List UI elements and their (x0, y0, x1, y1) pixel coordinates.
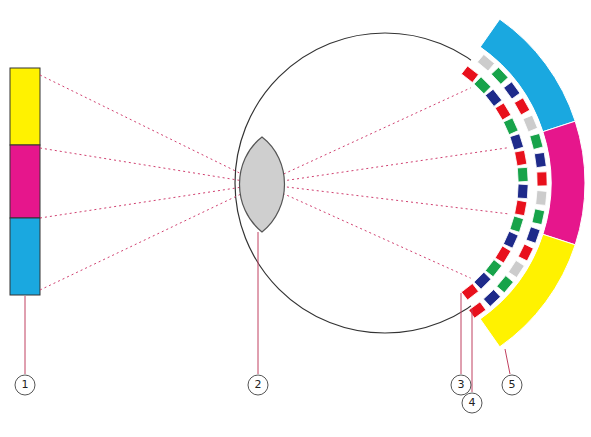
leader-line (461, 293, 462, 374)
callout-circle (462, 393, 482, 413)
cone-cell (518, 244, 533, 261)
light-rays (40, 75, 509, 290)
cone-cell (523, 115, 538, 132)
callout-circle (15, 375, 35, 395)
cone-cell (503, 231, 518, 248)
eyeball (235, 33, 535, 333)
cyan-segment (10, 218, 40, 295)
leader-line (258, 232, 259, 374)
callout-circle (451, 375, 471, 395)
leader-lines (25, 232, 510, 392)
cone-cell (532, 209, 545, 225)
cone-cell (474, 77, 491, 94)
cone-cell (515, 150, 527, 166)
cone-cell (536, 191, 547, 206)
cone-cell (461, 66, 478, 82)
cone-cell (461, 283, 478, 299)
cone-cell (517, 184, 528, 199)
yellow-segment (10, 68, 40, 145)
cone-cell (503, 118, 518, 135)
callout-number: 3 (451, 375, 471, 395)
cone-cell (517, 167, 528, 182)
cone-cell (526, 227, 540, 244)
cone-cell (515, 200, 527, 216)
light-ray (40, 75, 471, 278)
object-bar (10, 68, 40, 295)
cone-cell (510, 216, 524, 232)
retina-line (470, 62, 533, 304)
cone-cell (485, 89, 502, 106)
cone-cell (474, 272, 491, 289)
cone-cell (485, 260, 502, 277)
retina-ground (458, 47, 551, 319)
cone-cell (534, 152, 546, 167)
callout-number: 4 (462, 393, 482, 413)
lens (240, 137, 285, 232)
light-ray (40, 88, 471, 290)
cone-cell (514, 98, 530, 115)
cone-cell (510, 134, 524, 150)
callout-circle (248, 375, 268, 395)
leader-line (25, 296, 26, 374)
cone-cell (530, 133, 543, 149)
cone-cell (537, 172, 547, 186)
callout-circles (15, 375, 522, 413)
callout-number: 5 (502, 375, 522, 395)
callout-number: 2 (248, 375, 268, 395)
cone-cell (495, 103, 511, 120)
callout-circle (502, 375, 522, 395)
leader-line (472, 309, 473, 392)
cone-cell (495, 246, 511, 263)
leader-line (505, 349, 510, 374)
cone-cells (458, 47, 551, 319)
callout-number: 1 (15, 375, 35, 395)
cone-cell (508, 260, 524, 277)
magenta-segment (10, 145, 40, 218)
